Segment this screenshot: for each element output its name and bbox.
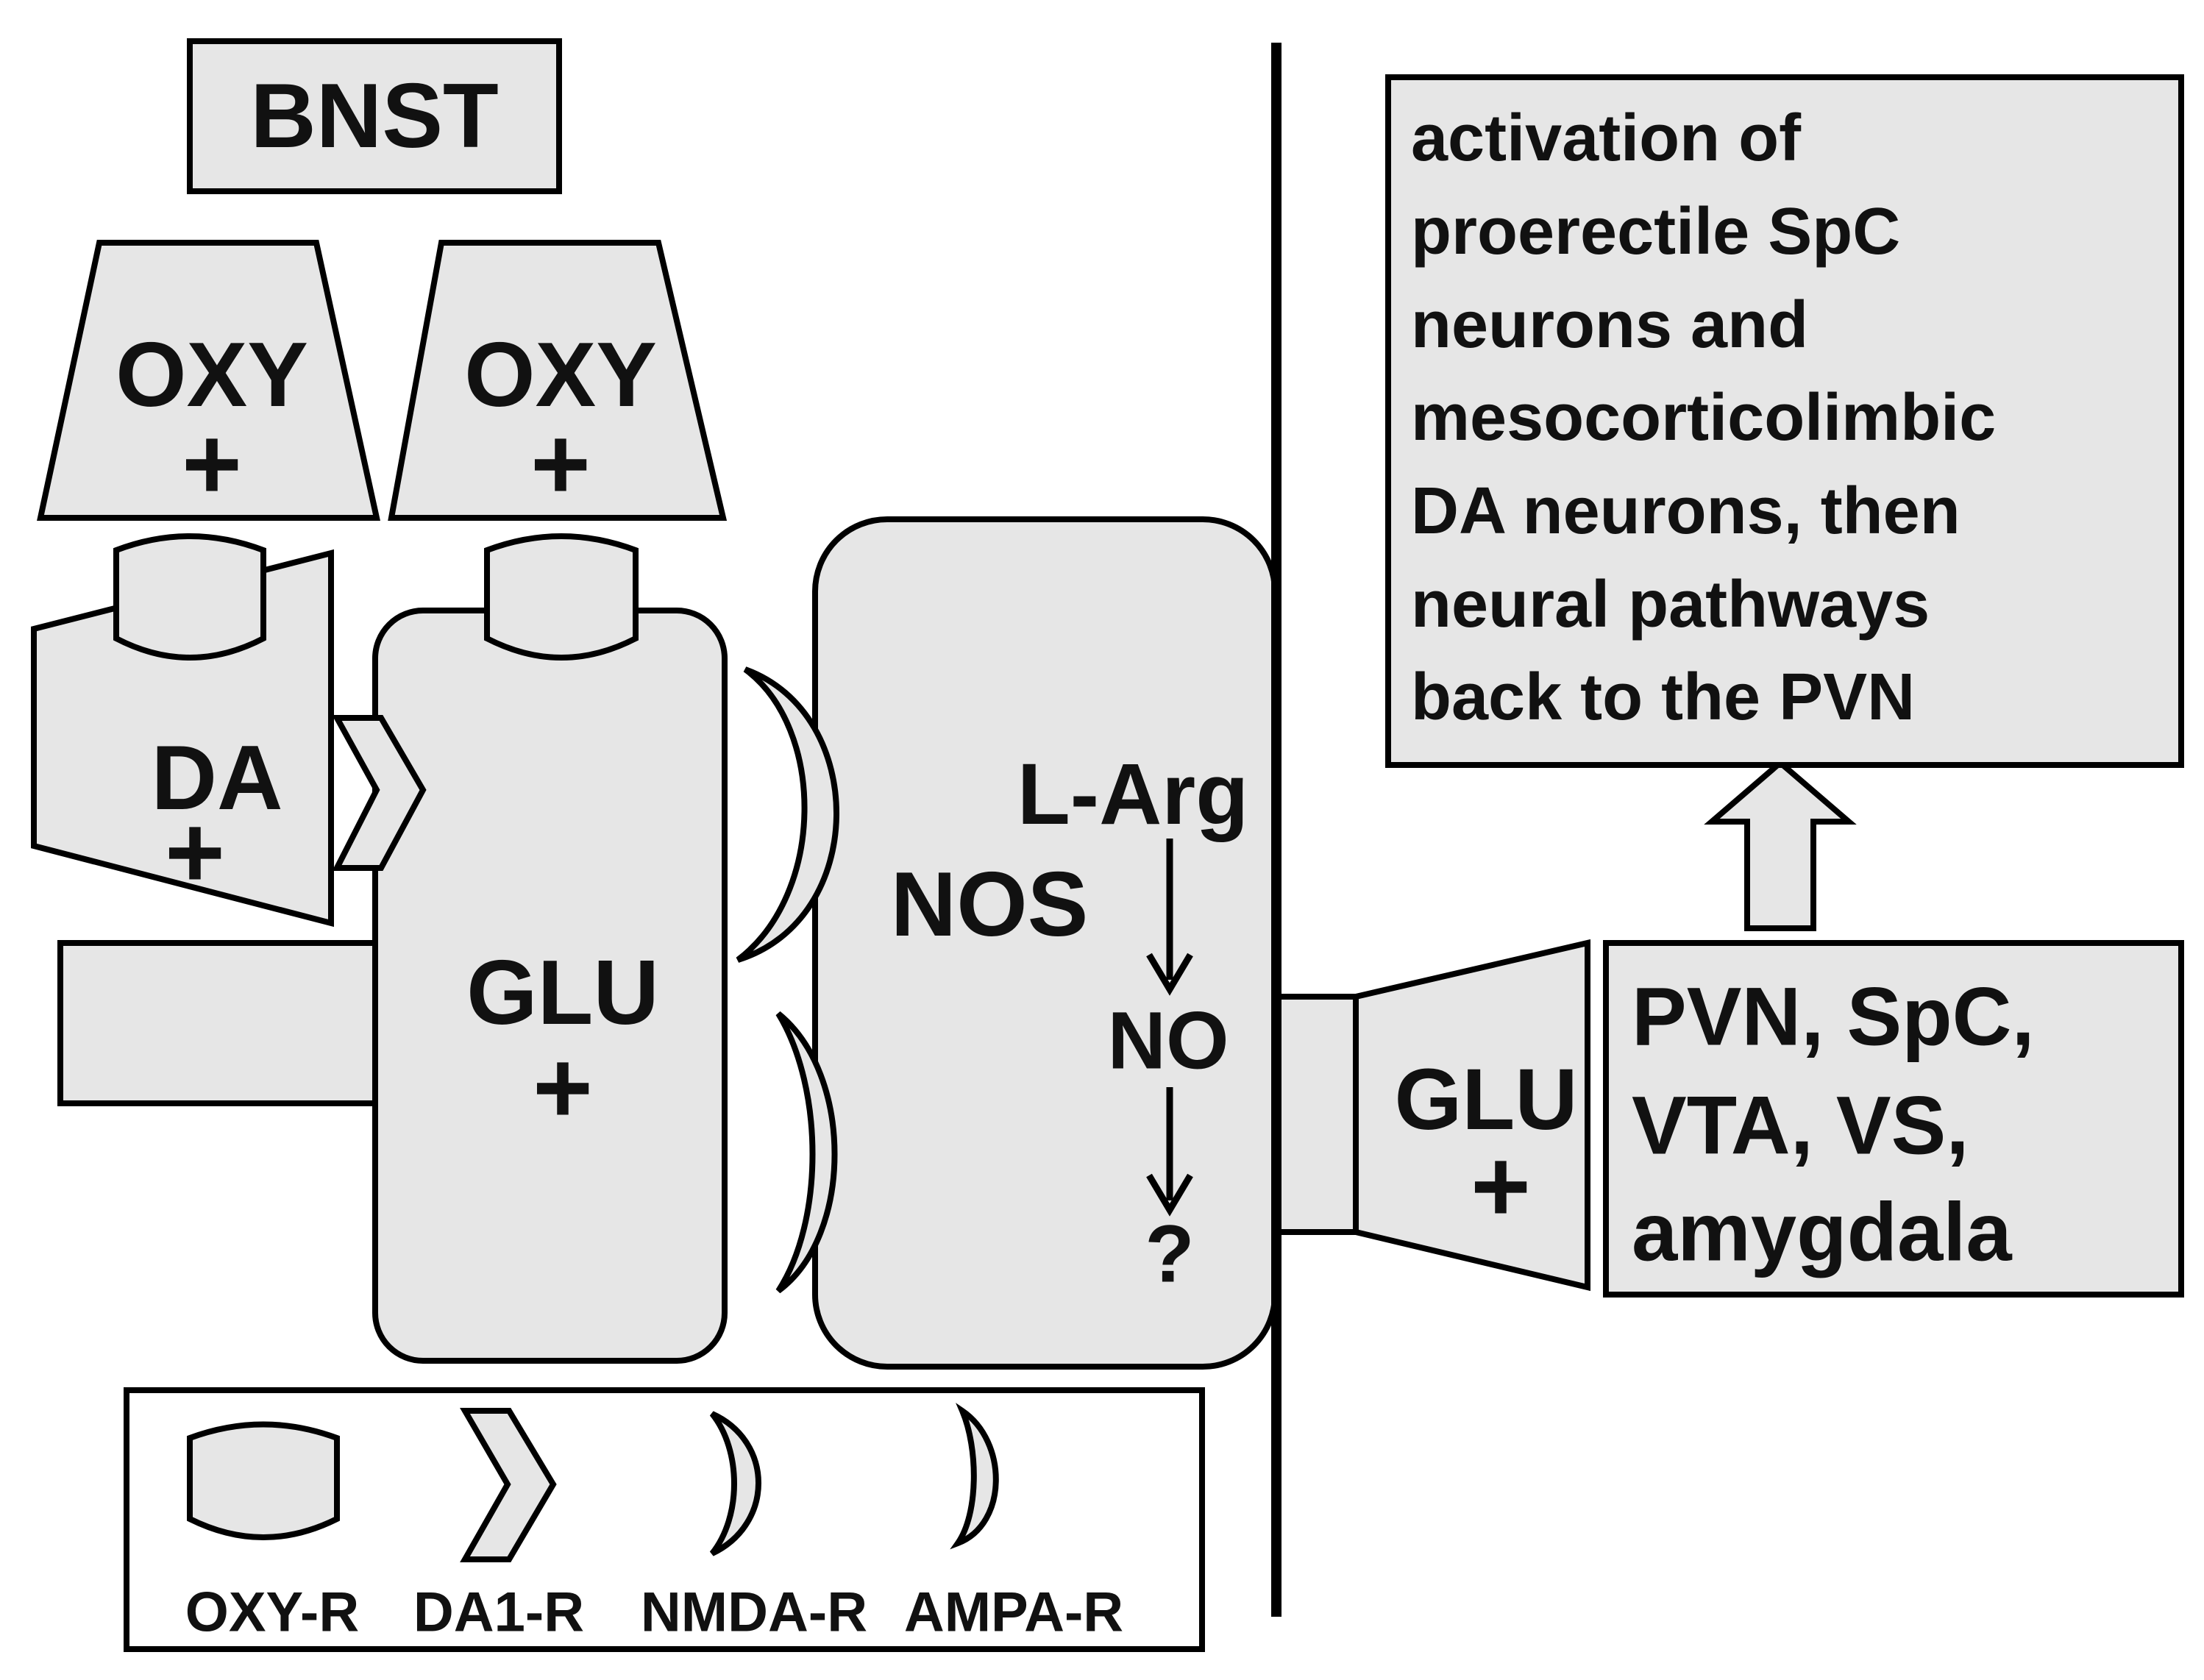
glu-right-plus: +	[1471, 1128, 1531, 1244]
oxy-left-plus: +	[182, 406, 242, 522]
legend-oxy-r-symbol	[187, 1421, 340, 1540]
bnst-label: BNST	[250, 65, 499, 167]
outcome-line-2: proerectile SpC	[1411, 195, 1900, 268]
glu-main-plus: +	[533, 1030, 593, 1145]
nmda-receptor	[736, 666, 839, 963]
outcome-line-1: activation of	[1411, 102, 1802, 175]
glu-main-label: GLU	[466, 942, 659, 1044]
bnst-node: BNST	[187, 38, 562, 194]
outcome-line-4: mesocorticolimbic	[1411, 381, 1996, 455]
question-label: ?	[1145, 1209, 1194, 1300]
connecting-bar	[57, 940, 387, 1106]
da-plus: +	[165, 794, 225, 910]
outcome-line-5: DA neurons, then	[1411, 474, 1961, 548]
legend-label-da1-r: DA1-R	[413, 1581, 584, 1644]
ampa-receptor	[775, 1011, 838, 1294]
oxy-right-label: OXY	[464, 324, 657, 426]
legend-label-nmda-r: NMDA-R	[641, 1581, 867, 1644]
outcome-line-7: back to the PVN	[1411, 661, 1915, 734]
legend-da1-r-symbol	[460, 1408, 557, 1562]
l-arg-label: L-Arg	[1017, 746, 1249, 843]
no-label: NO	[1108, 996, 1229, 1086]
legend-ampa-r-symbol	[950, 1403, 999, 1550]
outcome-line-3: neurons and	[1411, 288, 1808, 362]
oxy-terminal-left: OXY +	[37, 240, 380, 522]
target-regions-box: PVN, SpC, VTA, VS, amygdala	[1603, 940, 2184, 1298]
outcome-box: activation of proerectile SpC neurons an…	[1385, 74, 2184, 768]
glu-projection: GLU +	[1276, 939, 1590, 1292]
legend-nmda-r-symbol	[709, 1411, 761, 1556]
glu-neuron: GLU +	[372, 608, 728, 1364]
oxy-terminal-right: OXY +	[388, 240, 728, 522]
arrow-larg-to-no	[1146, 839, 1193, 996]
oxy-right-plus: +	[530, 406, 591, 522]
legend: OXY-R DA1-R NMDA-R AMPA-R	[124, 1387, 1205, 1652]
outcome-line-6: neural pathways	[1411, 568, 1930, 641]
target-line-2: VTA, VS,	[1632, 1080, 1969, 1172]
up-arrow	[1704, 758, 1857, 931]
legend-label-oxy-r: OXY-R	[185, 1581, 360, 1644]
da1-receptor	[332, 715, 427, 871]
oxy-receptor-da	[113, 533, 266, 661]
target-line-1: PVN, SpC,	[1632, 971, 2035, 1063]
da-label: DA	[151, 727, 282, 829]
glu-right-label: GLU	[1394, 1051, 1577, 1148]
oxy-left-label: OXY	[115, 324, 308, 426]
target-line-3: amygdala	[1632, 1186, 2012, 1278]
legend-label-ampa-r: AMPA-R	[904, 1581, 1123, 1644]
nos-label: NOS	[891, 854, 1089, 955]
arrow-no-to-question	[1146, 1087, 1193, 1217]
oxy-receptor-glu	[484, 533, 639, 661]
